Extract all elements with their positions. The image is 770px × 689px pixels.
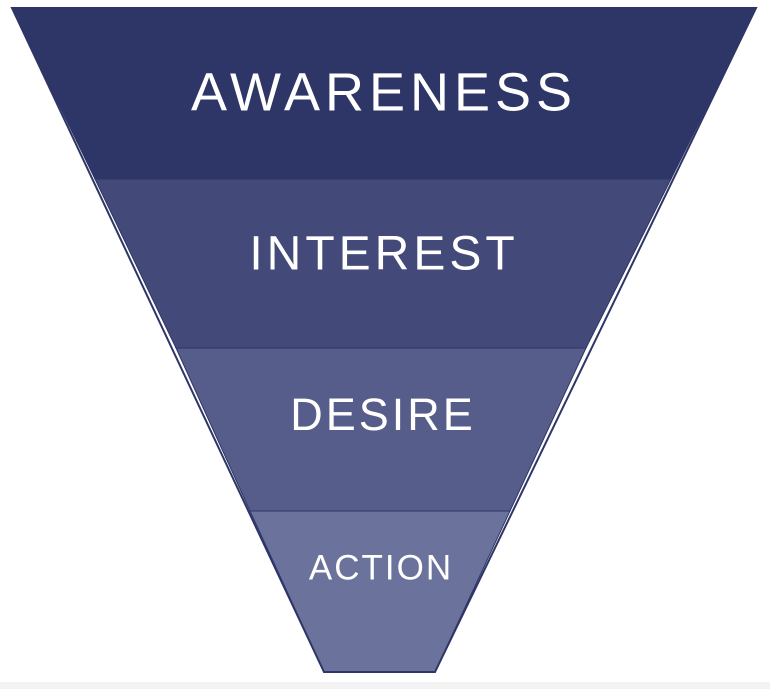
bottom-strip <box>0 682 770 689</box>
funnel-label-awareness: AWARENESS <box>191 62 577 122</box>
funnel-outline <box>10 7 758 673</box>
funnel-label-desire: DESIRE <box>290 389 476 440</box>
funnel-stage-action <box>249 510 511 673</box>
funnel-label-action: ACTION <box>309 548 453 587</box>
funnel-label-interest: INTEREST <box>249 228 518 281</box>
